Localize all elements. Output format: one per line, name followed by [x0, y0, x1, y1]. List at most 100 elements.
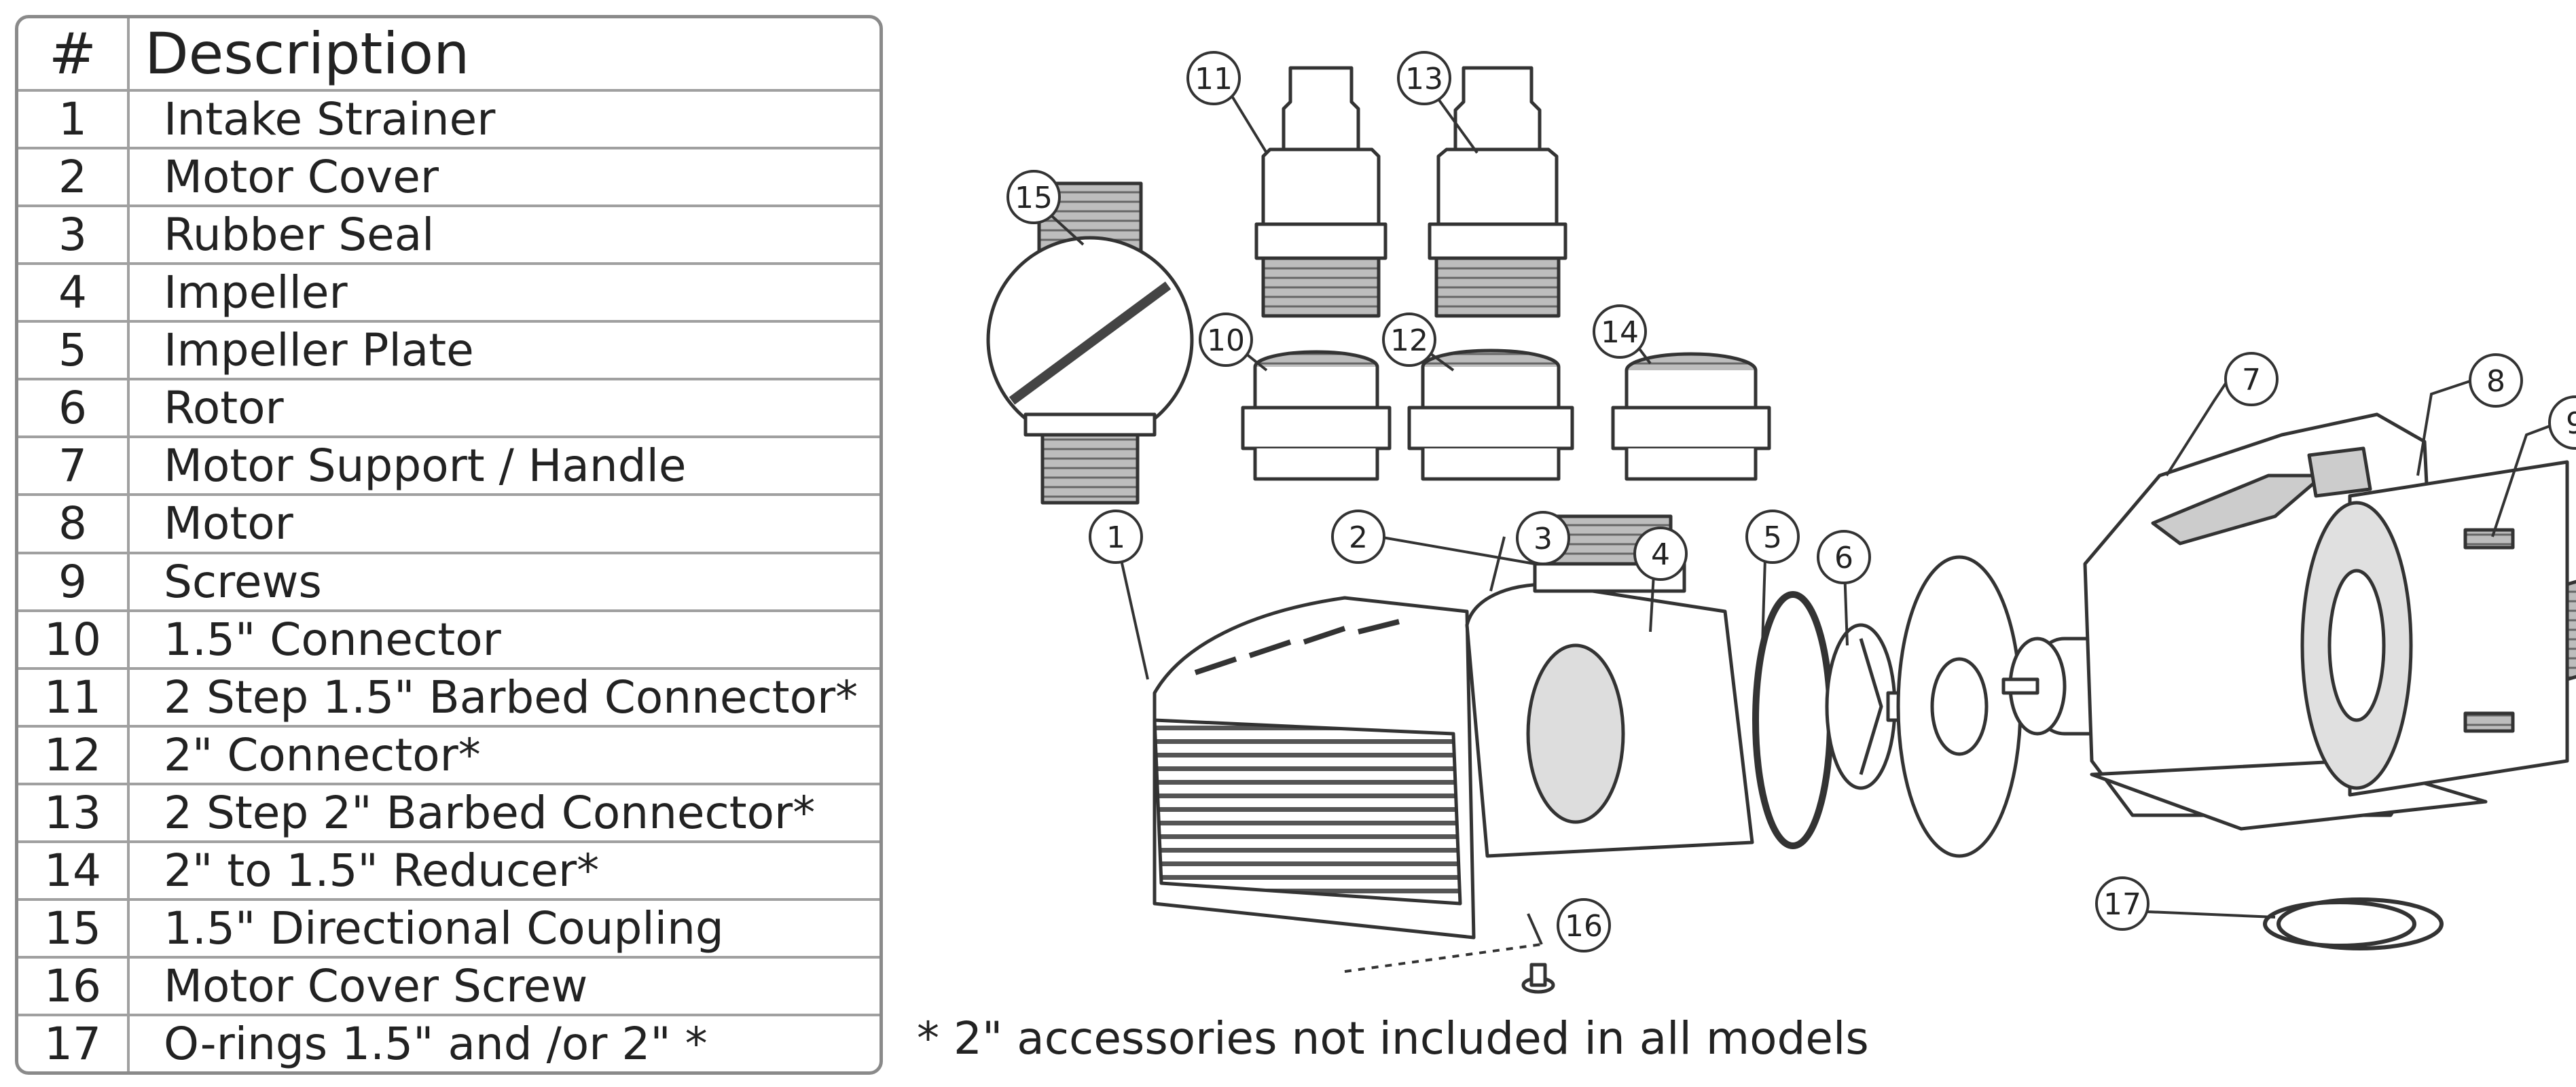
- part-number: 10: [18, 610, 130, 670]
- part-number: 3: [18, 206, 130, 266]
- svg-text:14: 14: [1601, 315, 1639, 350]
- part-directional-coupling: [986, 181, 1194, 505]
- part-barbed-connector-15: [1254, 66, 1387, 318]
- svg-text:7: 7: [2242, 363, 2261, 397]
- part-intake-strainer: [1153, 596, 1476, 940]
- callout-3: 3: [1516, 511, 1570, 565]
- part-number: 2: [18, 148, 130, 208]
- part-number: 5: [18, 321, 130, 381]
- svg-text:5: 5: [1763, 520, 1782, 555]
- part-motor-cover-screw: [1521, 963, 1555, 994]
- table-header-row: # Description: [18, 18, 879, 92]
- callout-7: 7: [2224, 352, 2279, 406]
- callout-17: 17: [2095, 876, 2149, 931]
- svg-text:1: 1: [1106, 520, 1125, 555]
- part-description: Impeller Plate: [128, 321, 879, 381]
- leader-lines: [1045, 90, 2554, 945]
- svg-text:9: 9: [2566, 406, 2576, 441]
- footnote: * 2" accessories not included in all mod…: [917, 1012, 1869, 1065]
- callout-10: 10: [1199, 313, 1253, 367]
- part-description: Motor Cover: [128, 148, 879, 208]
- svg-text:11: 11: [1195, 62, 1233, 96]
- part-number: 11: [18, 668, 130, 728]
- part-number: 6: [18, 379, 130, 439]
- callout-16: 16: [1557, 898, 1611, 952]
- part-barbed-connector-2: [1428, 66, 1567, 318]
- part-number: 12: [18, 726, 130, 785]
- table-row: 17 O-rings 1.5" and /or 2" *: [18, 1015, 879, 1071]
- callout-14: 14: [1593, 304, 1647, 359]
- svg-text:6: 6: [1834, 541, 1853, 575]
- part-description: Rubber Seal: [128, 206, 879, 266]
- callout-15: 15: [1006, 170, 1061, 224]
- part-description: 1.5" Directional Coupling: [128, 899, 879, 959]
- part-impeller-plate: [1896, 555, 2022, 858]
- callout-5: 5: [1745, 510, 1800, 564]
- part-number: 14: [18, 841, 130, 901]
- part-reducer: [1611, 352, 1771, 481]
- part-number: 17: [18, 1015, 130, 1071]
- svg-text:17: 17: [2103, 887, 2141, 922]
- part-description: Motor Support / Handle: [128, 437, 879, 497]
- header-number: #: [18, 18, 130, 92]
- part-motor-cover: [1465, 514, 1754, 858]
- part-description: O-rings 1.5" and /or 2" *: [164, 1018, 708, 1070]
- svg-text:8: 8: [2486, 364, 2505, 399]
- part-rubber-seal: [1752, 591, 1834, 849]
- part-description: Motor: [128, 495, 879, 554]
- svg-text:10: 10: [1207, 323, 1245, 358]
- svg-text:12: 12: [1390, 323, 1428, 358]
- part-connector-15: [1241, 350, 1392, 481]
- exploded-pump-diagram: 15 11 13 10 12 14 1 2 3 4 5 6 7 8 9 16 1…: [986, 51, 2576, 994]
- part-o-rings: [2263, 897, 2444, 950]
- part-number: 4: [18, 264, 130, 323]
- callout-9: 9: [2548, 395, 2576, 450]
- callout-1: 1: [1089, 510, 1143, 564]
- part-number: 15: [18, 899, 130, 959]
- callout-11: 11: [1186, 51, 1241, 105]
- part-motor: [2300, 460, 2576, 797]
- part-number: 8: [18, 495, 130, 554]
- part-number: 7: [18, 437, 130, 497]
- callout-8: 8: [2469, 353, 2523, 408]
- callout-13: 13: [1397, 51, 1451, 105]
- svg-text:2: 2: [1349, 520, 1368, 555]
- part-description: Motor Cover Screw: [128, 957, 879, 1017]
- callout-12: 12: [1382, 313, 1436, 367]
- callout-4: 4: [1633, 527, 1688, 581]
- part-description: Intake Strainer: [128, 90, 879, 150]
- part-description: Screws: [128, 552, 879, 612]
- part-number: 1: [18, 90, 130, 150]
- svg-text:4: 4: [1651, 537, 1670, 572]
- svg-text:15: 15: [1015, 181, 1053, 215]
- part-screws: [2463, 528, 2515, 733]
- part-description: 2 Step 2" Barbed Connector*: [128, 783, 879, 843]
- part-description: 1.5" Connector: [128, 610, 879, 670]
- part-number: 16: [18, 957, 130, 1017]
- svg-text:13: 13: [1405, 62, 1443, 96]
- part-description: 2 Step 1.5" Barbed Connector*: [128, 668, 879, 728]
- part-connector-2: [1407, 349, 1574, 481]
- part-description: Impeller: [128, 264, 879, 323]
- part-description: 2" Connector*: [128, 726, 879, 785]
- part-description: 2" to 1.5" Reducer*: [128, 841, 879, 901]
- part-number: 13: [18, 783, 130, 843]
